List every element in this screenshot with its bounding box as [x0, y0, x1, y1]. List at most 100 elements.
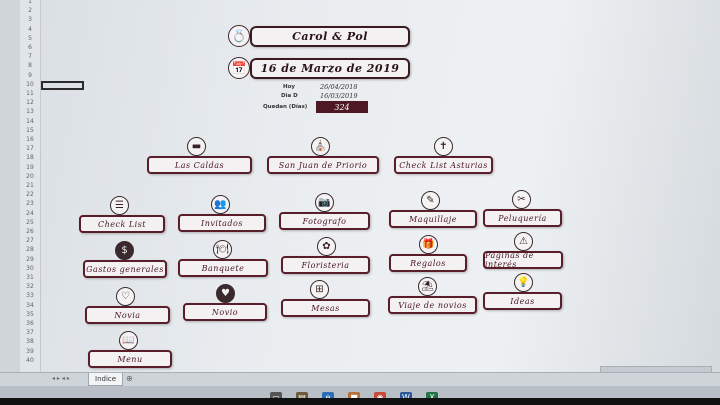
- row-number[interactable]: 14: [26, 117, 34, 125]
- menu-button-novia[interactable]: Novia: [85, 306, 170, 324]
- days-remaining-counter: 324: [316, 101, 368, 113]
- beach-icon[interactable]: ⛱: [418, 277, 437, 296]
- row-number[interactable]: 18: [26, 154, 34, 162]
- row-number[interactable]: 35: [26, 310, 34, 318]
- money-bag-icon[interactable]: $: [115, 241, 134, 260]
- row-number[interactable]: 3: [28, 16, 32, 24]
- gift-icon[interactable]: 🎁: [419, 235, 438, 254]
- guests-icon[interactable]: 👥: [211, 195, 230, 214]
- tables-icon[interactable]: ⊞: [310, 280, 329, 299]
- row-number[interactable]: 11: [26, 90, 34, 97]
- monitor-bezel: [0, 398, 720, 405]
- venue-button-san-juan-de-priorio[interactable]: San Juan de Priorio: [267, 156, 379, 174]
- scissors-icon[interactable]: ✂: [512, 190, 531, 209]
- plate-icon[interactable]: 🍽: [213, 240, 232, 259]
- wedding-date-box: 16 de Marzo de 2019: [250, 58, 410, 79]
- menu-button-p-ginas-de-inter-s[interactable]: Páginas de interés: [483, 251, 563, 269]
- row-number[interactable]: 29: [26, 255, 34, 263]
- venue-button-las-caldas[interactable]: Las Caldas: [147, 156, 252, 174]
- row-number[interactable]: 30: [26, 264, 34, 272]
- dia-d-value: 16/03/2019: [320, 92, 358, 100]
- add-sheet-icon[interactable]: ⊕: [126, 374, 133, 383]
- excel-icon[interactable]: X: [426, 392, 438, 403]
- makeup-icon[interactable]: ✎: [421, 191, 440, 210]
- lightbulb-icon[interactable]: 💡: [514, 273, 533, 292]
- row-number[interactable]: 4: [28, 25, 32, 33]
- row-number[interactable]: 17: [26, 145, 34, 153]
- row-number[interactable]: 37: [26, 329, 34, 337]
- row-number[interactable]: 22: [26, 191, 34, 199]
- flower-icon[interactable]: ✿: [317, 237, 336, 256]
- sheet-nav-arrows[interactable]: ◂ ▸ ◂ ▸: [52, 375, 70, 382]
- row-number[interactable]: 16: [26, 136, 34, 143]
- menu-button-menu[interactable]: Menu: [88, 350, 172, 368]
- row-number[interactable]: 5: [28, 34, 32, 42]
- row-number[interactable]: 19: [26, 163, 34, 171]
- file-explorer-icon[interactable]: ▤: [296, 392, 308, 403]
- row-number[interactable]: 13: [26, 108, 34, 116]
- row-number[interactable]: 2: [28, 7, 32, 15]
- bed-icon[interactable]: ▬: [187, 137, 206, 156]
- row-number[interactable]: 10: [26, 80, 34, 88]
- row-number[interactable]: 6: [28, 44, 32, 51]
- quedan-label: Quedan (Días): [263, 104, 308, 110]
- row-number[interactable]: 40: [26, 356, 34, 364]
- row-number[interactable]: 32: [26, 283, 34, 291]
- hearts-icon[interactable]: ♡: [116, 287, 135, 306]
- window-left-edge: [0, 0, 20, 372]
- row-number[interactable]: 24: [26, 209, 34, 217]
- menu-button-ideas[interactable]: Ideas: [483, 292, 562, 310]
- row-number[interactable]: 31: [26, 274, 34, 281]
- row-number[interactable]: 34: [26, 301, 34, 309]
- app-icon[interactable]: ■: [348, 392, 360, 403]
- hoy-value: 26/04/2018: [320, 83, 358, 91]
- row-number[interactable]: 21: [26, 182, 34, 189]
- selected-cell[interactable]: [41, 81, 84, 90]
- menu-button-peluquer-a[interactable]: Peluquería: [483, 209, 562, 227]
- cross-icon[interactable]: ✝: [434, 137, 453, 156]
- chrome-icon[interactable]: ◉: [374, 392, 386, 403]
- row-number[interactable]: 12: [26, 99, 34, 107]
- hearts-dark-icon[interactable]: ♥: [216, 284, 235, 303]
- row-number[interactable]: 15: [26, 126, 34, 134]
- menu-button-banquete[interactable]: Banquete: [178, 259, 268, 277]
- menu-button-floristeria[interactable]: Floristeria: [281, 256, 370, 274]
- row-number[interactable]: 7: [28, 53, 32, 61]
- sheet-tab-indice[interactable]: Indice: [88, 373, 124, 386]
- menu-button-viaje-de-novios[interactable]: Viaje de novios: [388, 296, 477, 314]
- row-number[interactable]: 27: [26, 237, 34, 245]
- menu-button-check-list[interactable]: Check List: [79, 215, 165, 233]
- row-number[interactable]: 23: [26, 200, 34, 208]
- row-number[interactable]: 38: [26, 338, 34, 346]
- warning-icon[interactable]: ⚠: [514, 232, 533, 251]
- list-icon[interactable]: ☰: [110, 196, 129, 215]
- row-number[interactable]: 36: [26, 320, 34, 327]
- venue-button-check-list-asturias[interactable]: Check List Asturias: [394, 156, 493, 174]
- row-number[interactable]: 28: [26, 246, 34, 254]
- row-number[interactable]: 9: [28, 71, 32, 79]
- row-number[interactable]: 25: [26, 218, 34, 226]
- dia-d-label: Dia D: [281, 93, 298, 99]
- church-icon[interactable]: ⛪: [311, 137, 330, 156]
- edge-icon[interactable]: e: [322, 392, 334, 403]
- book-icon[interactable]: 📖: [119, 331, 138, 350]
- menu-button-fotografo[interactable]: Fotografo: [279, 212, 370, 230]
- menu-button-regalos[interactable]: Regalos: [389, 254, 467, 272]
- menu-button-invitados[interactable]: Invitados: [178, 214, 266, 232]
- row-number[interactable]: 1: [28, 0, 32, 5]
- row-number[interactable]: 8: [28, 62, 32, 70]
- row-number[interactable]: 39: [26, 347, 34, 355]
- word-icon[interactable]: W: [400, 392, 412, 403]
- menu-button-maquillaje[interactable]: Maquillaje: [389, 210, 477, 228]
- menu-button-gastos-generales[interactable]: Gastos generales: [83, 260, 167, 278]
- row-number[interactable]: 26: [26, 228, 34, 235]
- task-view-icon[interactable]: ▭: [270, 392, 282, 403]
- hoy-label: Hoy: [283, 84, 295, 90]
- camera-icon[interactable]: 📷: [315, 193, 334, 212]
- row-number[interactable]: 20: [26, 172, 34, 180]
- menu-button-novio[interactable]: Novio: [183, 303, 267, 321]
- menu-button-mesas[interactable]: Mesas: [281, 299, 370, 317]
- row-number[interactable]: 33: [26, 292, 34, 300]
